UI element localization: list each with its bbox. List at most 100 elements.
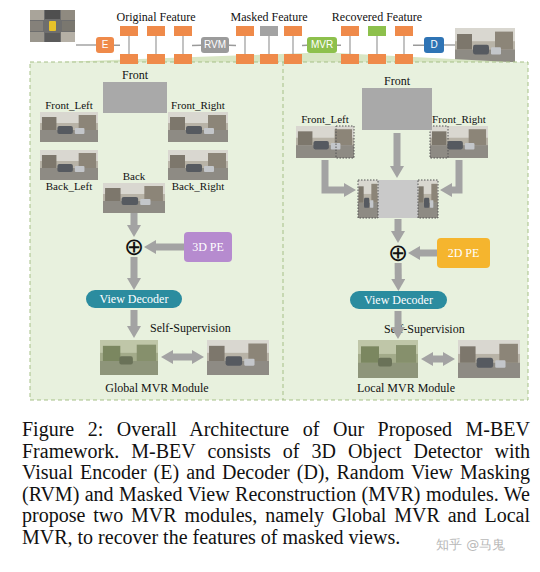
output-image — [455, 28, 515, 64]
layout-arrows — [76, 45, 459, 359]
reconstructed-view — [358, 340, 418, 378]
view-label: Front_Left — [301, 113, 349, 126]
supervision-arrow — [433, 356, 443, 363]
module-title: Local MVR Module — [285, 381, 527, 395]
feature-block — [284, 26, 302, 36]
feature-block — [341, 26, 359, 36]
feature-link — [128, 36, 129, 54]
feature-block — [236, 54, 254, 64]
view-label: Front_Left — [45, 99, 93, 112]
recovered-block — [368, 26, 386, 36]
decoder-pill: View Decoder — [86, 290, 182, 308]
feature-block — [147, 54, 165, 64]
decoder-box: D — [424, 37, 444, 53]
feature-block — [120, 26, 138, 36]
box-label: 2D PE — [448, 246, 480, 260]
feature-map: Original Feature — [120, 24, 192, 68]
feature-block — [147, 26, 165, 36]
box-label: 3D PE — [192, 240, 224, 254]
feature-blocks — [236, 26, 302, 64]
feature-title: Masked Feature — [231, 11, 308, 24]
camera-view — [103, 183, 165, 213]
flow-arrow — [394, 133, 401, 166]
feature-link — [376, 36, 377, 54]
camera-view — [430, 126, 488, 158]
flow-line — [76, 44, 96, 46]
feature-link — [292, 36, 293, 54]
feature-title: Original Feature — [117, 11, 196, 24]
box-label: MVR — [311, 39, 333, 51]
box-label: D — [430, 39, 437, 51]
reconstructed-view — [100, 340, 158, 375]
camera-view-box: Back_Right — [168, 150, 228, 180]
masking-box: RVM — [201, 37, 229, 53]
sum-node: ⊕ — [388, 243, 408, 263]
feature-link-line — [413, 44, 424, 46]
edge-group — [114, 45, 437, 279]
feature-block — [260, 54, 278, 64]
crop-region — [358, 180, 378, 218]
masked-view: Front — [362, 88, 432, 130]
flow-arrow — [325, 160, 344, 190]
feature-block — [236, 26, 254, 36]
feature-link-line — [229, 45, 236, 47]
feature-link-line — [302, 45, 307, 47]
feature-block — [395, 26, 413, 36]
panel-divider — [283, 62, 284, 400]
sum-symbol: ⊕ — [388, 243, 408, 263]
feature-block — [395, 54, 413, 64]
camera-view — [168, 112, 228, 142]
camera-view-box: Front_Right — [168, 112, 228, 142]
view-label: Front_Right — [432, 113, 486, 126]
flow-arrow — [395, 311, 402, 327]
position-encoding-box: 3D PE — [184, 232, 232, 262]
module-panel — [30, 62, 528, 400]
watermark: 知乎 @马鬼 — [436, 538, 505, 552]
feature-link-line — [114, 44, 120, 46]
encoder-box: E — [96, 37, 114, 53]
flow-arrow — [420, 250, 437, 257]
module-region: Local MVR ModuleFrontFront_LeftFront_Rig… — [285, 64, 527, 398]
masked-block — [260, 26, 278, 36]
camera-view — [168, 150, 228, 180]
flow-line — [444, 44, 455, 46]
feature-block — [120, 54, 138, 64]
view-label: Back — [123, 170, 146, 183]
feature-link — [349, 36, 350, 54]
box-label: E — [102, 39, 109, 51]
feature-link-line — [192, 44, 201, 46]
view-label: Back_Left — [46, 180, 92, 193]
sum-node: ⊕ — [124, 237, 144, 257]
feature-blocks — [341, 26, 413, 64]
supervision-label: Self-Supervision — [384, 322, 465, 336]
feature-map: Recovered Feature — [341, 24, 413, 68]
camera-view-box: Front_Left — [296, 126, 354, 158]
input-image — [30, 10, 75, 42]
position-encoding-box: 2D PE — [437, 238, 490, 268]
flow-arrow — [131, 310, 138, 326]
camera-view-box: Front_Left — [40, 112, 98, 142]
feature-block — [174, 54, 192, 64]
feature-link — [268, 36, 269, 54]
decoder-pill: View Decoder — [350, 291, 447, 309]
feature-link — [403, 36, 404, 54]
supervision-label: Self-Supervision — [150, 321, 231, 335]
feature-link — [244, 36, 245, 54]
feature-block — [368, 54, 386, 64]
view-label: Front — [122, 69, 148, 82]
flow-arrow — [395, 219, 402, 231]
feature-blocks — [120, 26, 192, 64]
feature-link-line — [337, 45, 341, 47]
flow-arrow — [131, 257, 138, 278]
sum-symbol: ⊕ — [124, 237, 144, 257]
camera-view — [40, 150, 98, 180]
target-view — [458, 340, 520, 378]
flow-arrow — [156, 244, 184, 251]
box-label: View Decoder — [364, 293, 433, 307]
camera-view — [296, 126, 354, 158]
reconstruction-box: MVR — [307, 37, 337, 53]
camera-view-box: Back_Left — [40, 150, 98, 180]
